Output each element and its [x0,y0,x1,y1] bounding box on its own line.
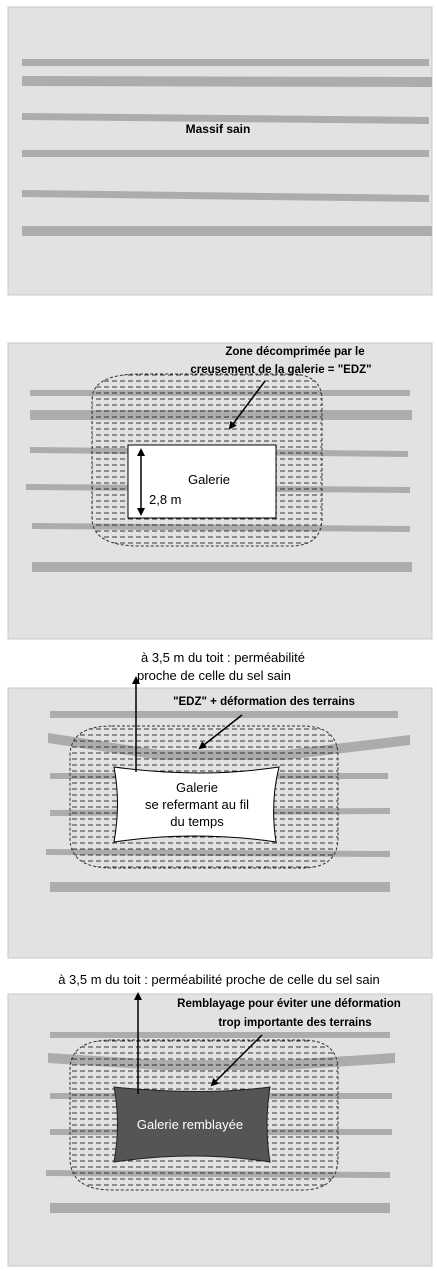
backfilled-gallery-label: Galerie remblayée [137,1117,243,1132]
panel-intact-rock: Massif sain [7,6,433,296]
edz-pointer-arrow [228,380,266,430]
rock-band [22,190,429,202]
rock-band [22,226,432,236]
permeability-note: à 3,5 m du toit : perméabilité proche de… [58,972,380,987]
edz-annotation-line2: creusement de la galerie = "EDZ" [190,364,371,376]
edz-deformation-label: "EDZ" + déformation des terrains [173,696,355,708]
gallery-height-label: 2,8 m [149,492,182,507]
backfill-note-line1: Remblayage pour éviter une déformation [177,998,401,1010]
permeability-note-line1: à 3,5 m du toit : perméabilité [141,650,305,665]
rock-band [22,113,429,124]
panel-excavated-gallery: Galerie 2,8 m Zone décomprimée par le cr… [7,342,433,640]
rock-band [22,76,432,87]
rock-band [32,562,412,572]
edz-annotation-line1: Zone décomprimée par le [225,346,364,358]
panel-closing-gallery: à 3,5 m du toit : perméabilité proche de… [7,650,433,959]
rock-bands [22,59,432,236]
edz-pointer-arrow [198,714,243,750]
gallery-label: Galerie [188,472,230,487]
backfill-note-line2: trop importante des terrains [218,1017,371,1029]
rock-band [50,1203,390,1213]
rock-band [50,711,398,718]
panel-backfilled-gallery: à 3,5 m du toit : perméabilité proche de… [7,972,433,1267]
gallery-label-line1: Galerie [176,780,218,795]
rock-band [50,1032,390,1038]
backfilled-gallery [113,1086,271,1163]
rock-band [50,882,390,892]
gallery [127,444,277,519]
gallery-label-line3: du temps [170,814,224,829]
rock-band [22,150,429,157]
rock-band [22,59,429,66]
closing-gallery [113,766,280,843]
permeability-note-line2: proche de celle du sel sain [137,668,291,683]
backfill-pointer-arrow [210,1034,263,1087]
gallery-label-line2: se refermant au fil [145,797,249,812]
intact-rock-label: Massif sain [186,122,251,136]
